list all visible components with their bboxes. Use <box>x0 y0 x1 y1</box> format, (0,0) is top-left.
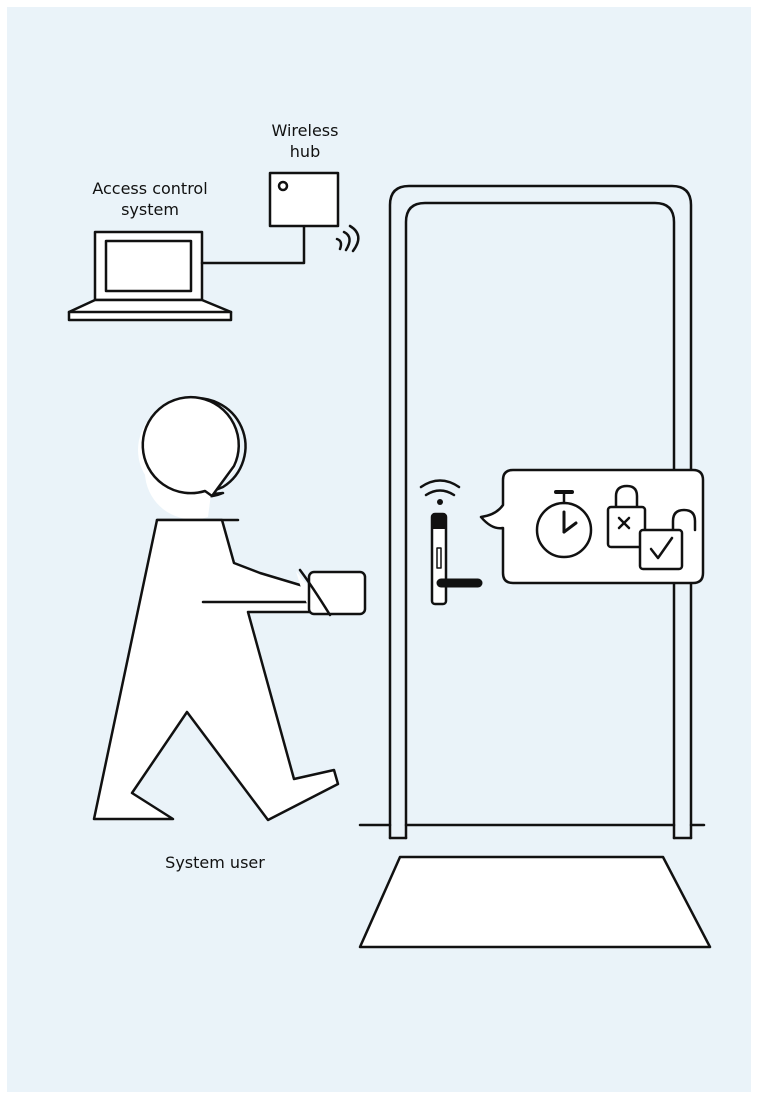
person-icon <box>94 397 338 820</box>
floor-mat-icon <box>360 857 710 947</box>
network-cable <box>202 226 304 263</box>
system-user-label: System user <box>135 852 295 873</box>
hub-label: Wireless hub <box>255 120 355 162</box>
lock-wireless-icon <box>421 481 459 506</box>
access-control-label-line-2: system <box>70 199 230 220</box>
access-control-label-line-1: Access control <box>70 178 230 199</box>
hub-label-line-2: hub <box>255 141 355 162</box>
wireless-signal-icon <box>337 226 358 251</box>
wireless-hub-icon <box>270 173 338 226</box>
laptop-icon <box>69 232 231 320</box>
lock-handle-icon <box>432 514 478 604</box>
access-control-label: Access control system <box>70 178 230 220</box>
person-body <box>94 520 338 820</box>
hub-label-line-1: Wireless <box>255 120 355 141</box>
